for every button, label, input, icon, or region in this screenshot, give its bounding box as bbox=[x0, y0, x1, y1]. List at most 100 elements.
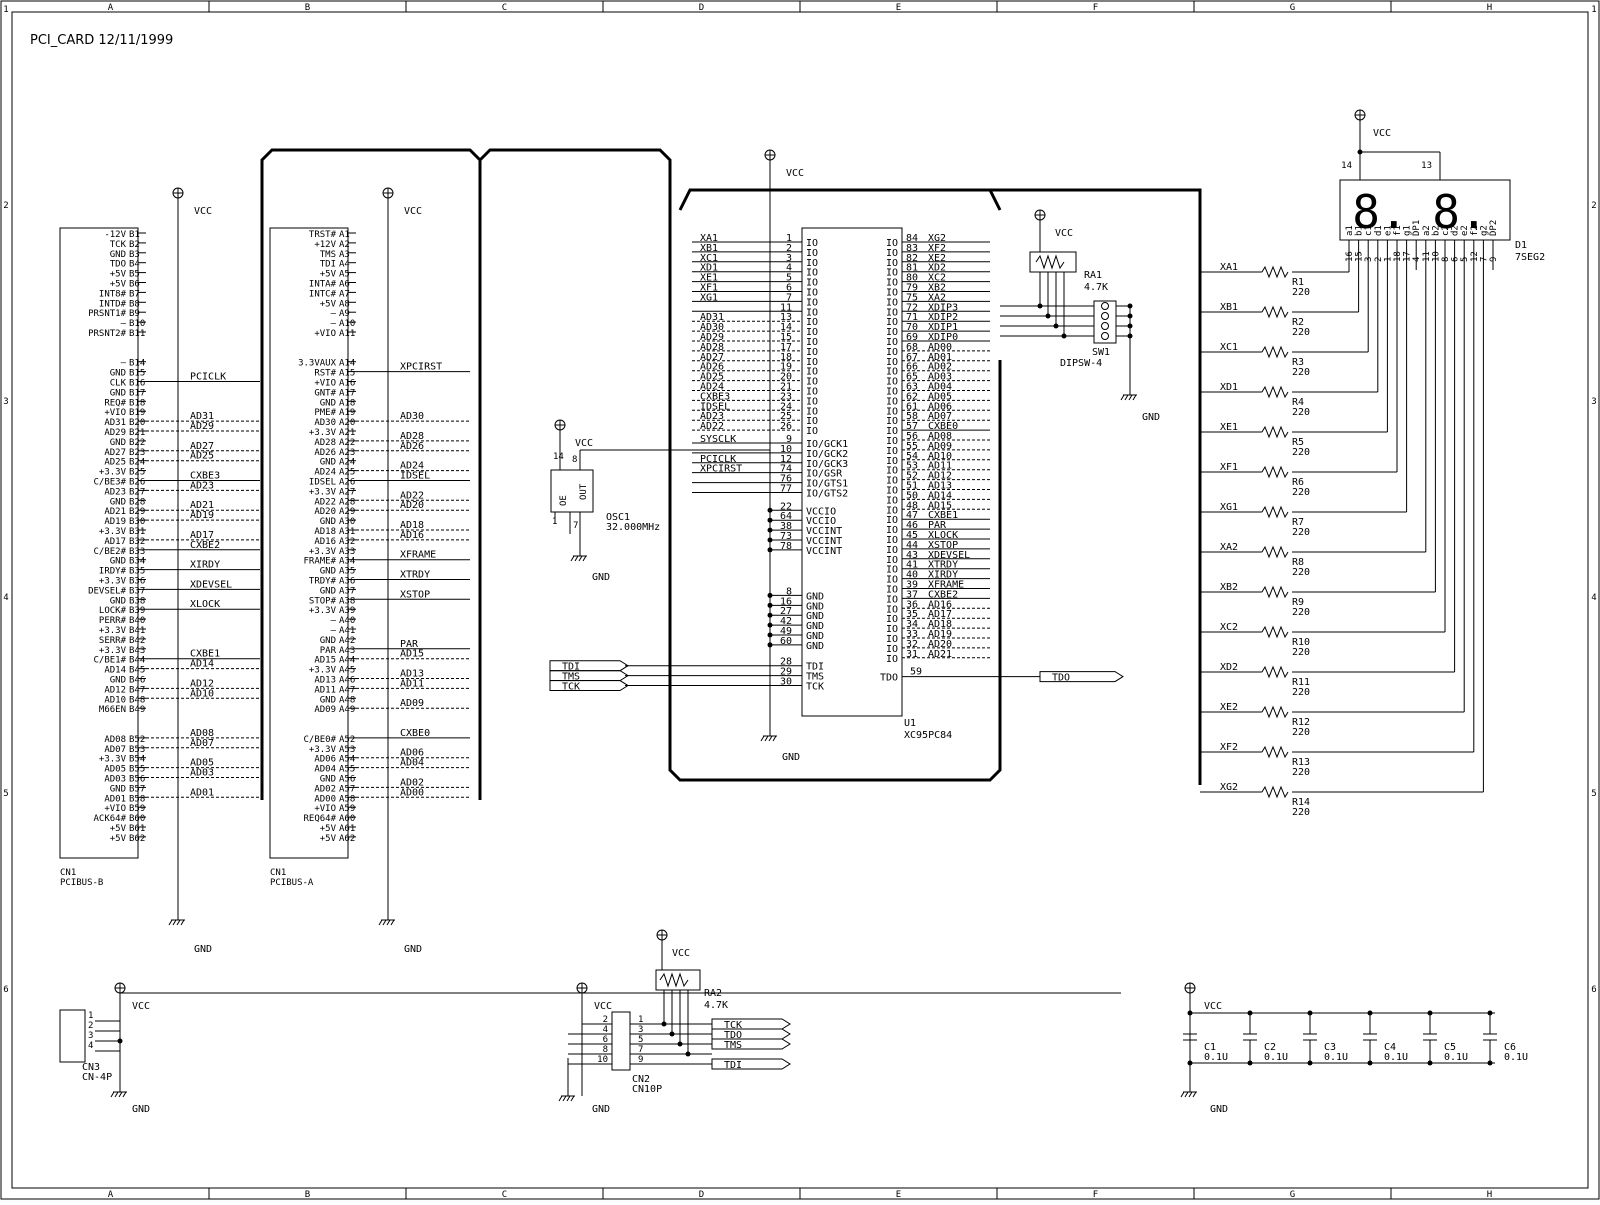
pin-number: A35 bbox=[339, 567, 355, 577]
pin-number: 24 bbox=[780, 401, 792, 412]
net-name: XDIP2 bbox=[928, 312, 958, 323]
seg-label: DP1 bbox=[1412, 220, 1422, 236]
net-name: AD19 bbox=[190, 510, 214, 521]
pin-number: 41 bbox=[906, 560, 918, 571]
pin-number: B21 bbox=[129, 428, 145, 438]
pin-number: B62 bbox=[129, 834, 145, 844]
junction-dot bbox=[1127, 323, 1133, 329]
pin-number: B25 bbox=[129, 468, 145, 478]
net-name: AD13 bbox=[400, 669, 424, 680]
net-name: AD21 bbox=[190, 500, 214, 511]
connector-ref: CN1 bbox=[60, 868, 76, 878]
net-name: AD26 bbox=[700, 362, 724, 373]
seg-pin: 15 bbox=[1355, 251, 1365, 262]
pin-number: B14 bbox=[129, 359, 145, 369]
pin-signal: GND bbox=[110, 676, 126, 686]
cn3-body bbox=[59, 1009, 86, 1063]
gnd-hatch bbox=[570, 1095, 575, 1102]
pin-signal: AD14 bbox=[104, 666, 126, 676]
gnd-hatch bbox=[582, 555, 587, 562]
pin-number: B41 bbox=[129, 626, 145, 636]
zone-col-label: F bbox=[1093, 1190, 1098, 1200]
resistor-ref: R8 bbox=[1292, 557, 1304, 568]
pin-signal: +3.3V bbox=[99, 646, 127, 656]
pin-number: A43 bbox=[339, 646, 355, 656]
pin-number: B9 bbox=[129, 309, 140, 319]
pin-function: IO bbox=[886, 545, 898, 556]
pin-number: A45 bbox=[339, 666, 355, 676]
pin-number: 33 bbox=[906, 629, 918, 640]
sw1-contact bbox=[1101, 312, 1109, 320]
cn2-pin: 2 bbox=[603, 1015, 608, 1025]
pin-signal: SERR# bbox=[99, 636, 127, 646]
resistor-net: XG1 bbox=[1220, 502, 1238, 513]
gnd-hatch bbox=[180, 919, 185, 926]
resistor-value: 220 bbox=[1292, 447, 1310, 458]
pin-number: B60 bbox=[129, 814, 145, 824]
pin-signal: GND bbox=[320, 458, 336, 468]
cn2-body bbox=[611, 1011, 631, 1071]
cap-ref: C6 bbox=[1504, 1042, 1516, 1053]
resistor-net: XF1 bbox=[1220, 462, 1238, 473]
net-name: AD24 bbox=[400, 461, 424, 472]
seg-pin: 4 bbox=[1412, 257, 1422, 262]
port-tdi bbox=[549, 660, 629, 672]
gnd-label: GND bbox=[592, 1104, 610, 1115]
pin-function: IO bbox=[886, 555, 898, 566]
pin-function: IO bbox=[886, 377, 898, 388]
pin-signal: STOP# bbox=[309, 596, 337, 606]
seg-pin: 2 bbox=[1374, 257, 1384, 262]
pin-number: B47 bbox=[129, 685, 145, 695]
pin-number: 55 bbox=[906, 441, 918, 452]
pin-number: 8 bbox=[786, 586, 792, 597]
resistor-net: XA1 bbox=[1220, 262, 1238, 273]
pin-function: IO bbox=[886, 446, 898, 457]
pin-number: 34 bbox=[906, 619, 918, 630]
cn2-part: CN10P bbox=[632, 1084, 662, 1095]
pin-number: B1 bbox=[129, 230, 140, 240]
pin-signal: AD17 bbox=[104, 537, 126, 547]
pin-number: 26 bbox=[780, 421, 792, 432]
ra2-ref: RA2 bbox=[704, 988, 722, 999]
pin-number: 72 bbox=[906, 302, 918, 313]
ra1-value: 4.7K bbox=[1084, 282, 1108, 293]
net-name: CXBE1 bbox=[190, 649, 220, 660]
net-name: AD03 bbox=[190, 768, 214, 779]
sw1-contact bbox=[1101, 302, 1109, 310]
pin-signal: +3.3V bbox=[99, 626, 127, 636]
net-name: AD03 bbox=[928, 372, 952, 383]
seg-label: e2 bbox=[1460, 225, 1470, 236]
seg-pin: 3 bbox=[1364, 257, 1374, 262]
pin-number: 10 bbox=[780, 444, 792, 455]
pin-number: 31 bbox=[906, 649, 918, 660]
pin-signal: GND bbox=[110, 438, 126, 448]
seg-pin: 17 bbox=[1403, 251, 1413, 262]
pin-number: 46 bbox=[906, 520, 918, 531]
pin-number: B42 bbox=[129, 636, 145, 646]
zone-col-label: C bbox=[502, 1190, 507, 1200]
pin-function: TDI bbox=[806, 662, 824, 673]
pin-function: IO bbox=[886, 367, 898, 378]
pin-function: TDO bbox=[880, 673, 898, 684]
seg-label: b2 bbox=[1431, 225, 1441, 236]
pin-number: A62 bbox=[339, 834, 355, 844]
pin-function: IO bbox=[806, 406, 818, 417]
net-name: AD02 bbox=[400, 777, 424, 788]
junction-dot bbox=[685, 1051, 691, 1057]
pin-number: 61 bbox=[906, 401, 918, 412]
pin-signal: GND bbox=[110, 596, 126, 606]
pin-number: B44 bbox=[129, 656, 145, 666]
cn2-pin: 8 bbox=[603, 1045, 608, 1055]
pin-signal: AD28 bbox=[314, 438, 336, 448]
pin-number: B56 bbox=[129, 775, 145, 785]
net-name: XDEVSEL bbox=[928, 550, 970, 561]
cn2-port-tdo bbox=[711, 1028, 791, 1040]
pin-number: 11 bbox=[780, 302, 792, 313]
resistor-value: 220 bbox=[1292, 327, 1310, 338]
pin-function: IO bbox=[886, 515, 898, 526]
pin-number: 58 bbox=[906, 411, 918, 422]
gnd-hatch bbox=[1184, 1091, 1189, 1098]
vcc-label: VCC bbox=[575, 438, 593, 449]
cn2-ref: CN2 bbox=[632, 1074, 650, 1085]
pin-signal: — bbox=[331, 616, 337, 626]
